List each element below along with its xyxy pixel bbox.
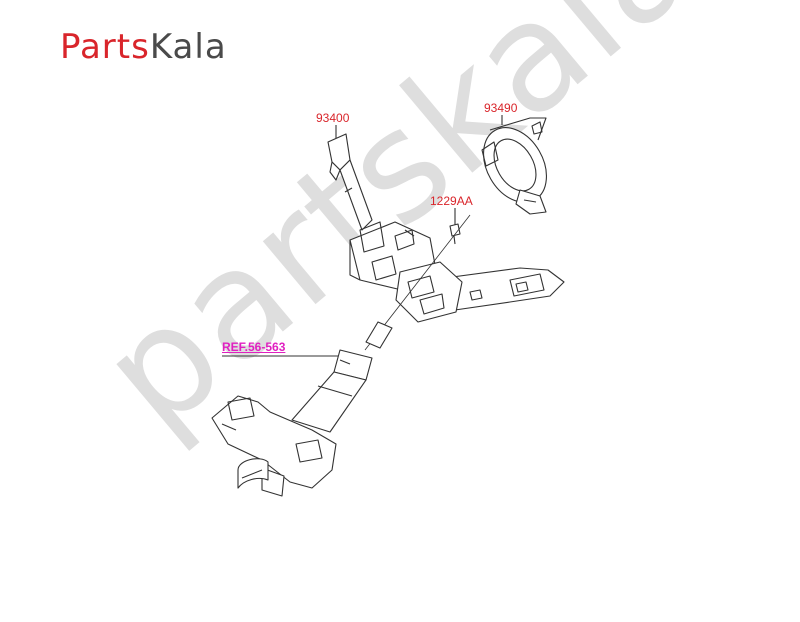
callout-93400: 93400	[316, 111, 350, 125]
steering-column-tube	[291, 321, 393, 433]
bolt-1229aa	[449, 223, 461, 245]
clock-spring-assembly	[481, 117, 547, 215]
logo-part-kala: Kala	[149, 27, 227, 67]
combination-switch-lever-right	[429, 267, 565, 311]
reference-link[interactable]: REF.56-563	[222, 340, 286, 354]
callout-93490: 93490	[484, 101, 518, 115]
switch-connector-block	[395, 261, 463, 323]
steering-column-bracket	[211, 395, 337, 497]
brand-logo: PartsKala	[60, 30, 227, 64]
callout-1229aa: 1229AA	[430, 194, 473, 208]
logo-part-parts: Parts	[60, 27, 150, 67]
combination-switch-lever-left	[327, 133, 373, 231]
